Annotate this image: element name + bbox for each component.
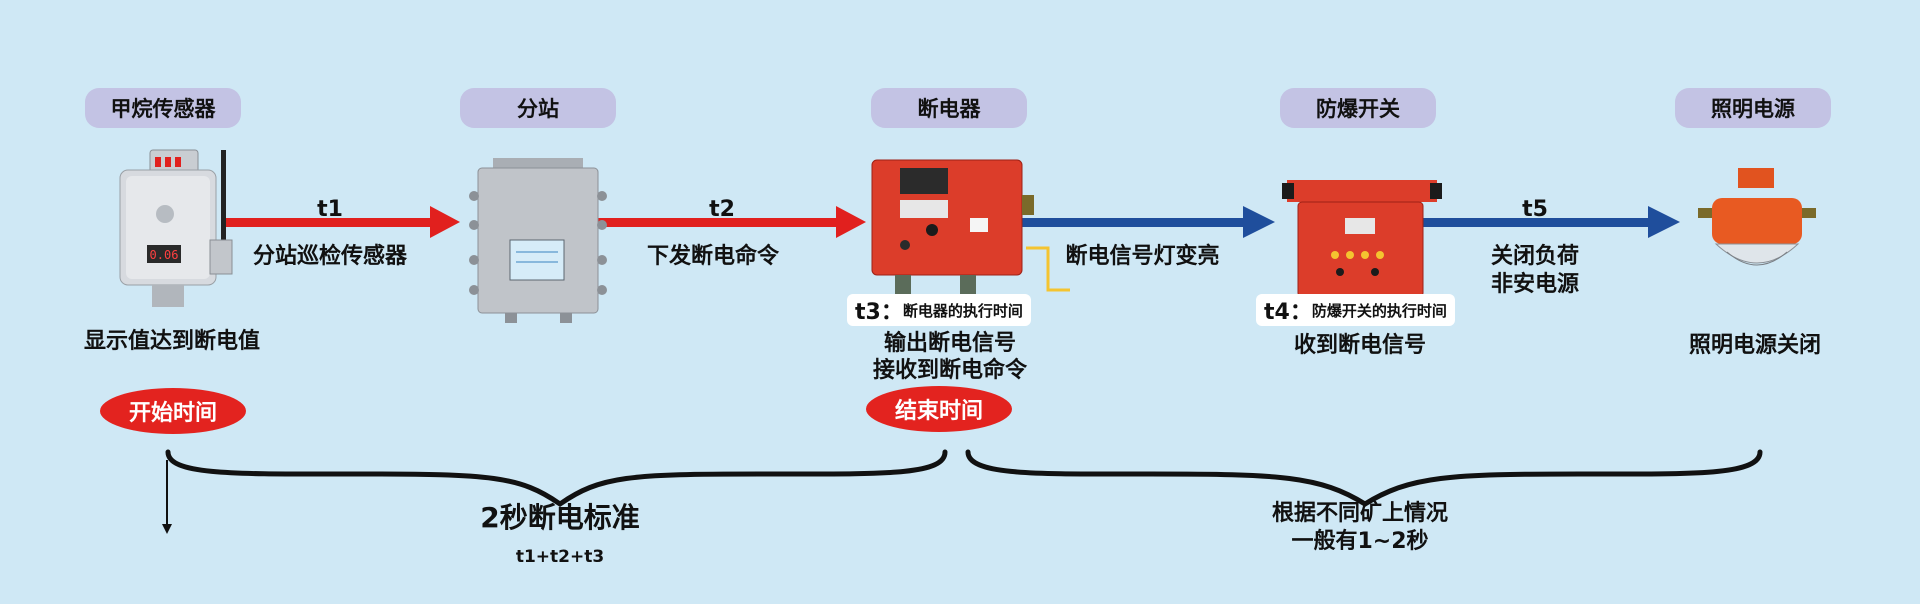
arrow-t5-desc-line2: 非安电源 bbox=[1490, 272, 1579, 297]
t4-note: t4： 防爆开关的执行时间 bbox=[1256, 294, 1455, 326]
arrow-t1-desc: 分站巡检传感器 bbox=[252, 244, 407, 269]
breaker-caption-line2: 接收到断电命令 bbox=[872, 358, 1027, 383]
start-time-marker: 开始时间 bbox=[100, 388, 246, 434]
stage-title-lighting-power: 照明电源 bbox=[1675, 88, 1831, 128]
arrow-t2-label: t2 bbox=[709, 197, 735, 222]
t3-text: 断电器的执行时间 bbox=[902, 301, 1023, 320]
t3-note: t3： 断电器的执行时间 bbox=[847, 294, 1031, 326]
right-brace bbox=[965, 449, 1763, 507]
arrow-t1 bbox=[222, 206, 460, 238]
left-brace bbox=[165, 449, 948, 508]
stage-title-explosion-switch: 防爆开关 bbox=[1280, 88, 1436, 128]
breaker-device bbox=[871, 159, 1070, 295]
left-brace-sub: t1+t2+t3 bbox=[515, 547, 605, 567]
right-brace-line1: 根据不同矿上情况 bbox=[1271, 501, 1448, 526]
svg-text:0.06: 0.06 bbox=[150, 248, 179, 262]
lighting-lamp-device bbox=[1698, 168, 1816, 266]
methane-sensor-caption: 显示值达到断电值 bbox=[83, 329, 260, 354]
stage-title-breaker: 断电器 bbox=[871, 88, 1027, 128]
breaker-caption-line1: 输出断电信号 bbox=[883, 331, 1016, 356]
timeline-down-arrow bbox=[162, 460, 172, 534]
arrow-t3-t4 bbox=[1015, 206, 1275, 238]
arrow-t1-label: t1 bbox=[317, 197, 343, 222]
t4-tag: t4： bbox=[1264, 300, 1312, 325]
stage-title-methane-sensor: 甲烷传感器 bbox=[85, 88, 241, 128]
lighting-caption: 照明电源关闭 bbox=[1688, 333, 1821, 358]
arrow-t2-desc: 下发断电命令 bbox=[646, 244, 779, 269]
substation-device bbox=[469, 158, 607, 323]
arrow-t3-desc: 断电信号灯变亮 bbox=[1065, 244, 1220, 269]
explosion-switch-device bbox=[1282, 180, 1442, 298]
arrow-t2 bbox=[588, 206, 866, 238]
stage-title-substation: 分站 bbox=[460, 88, 616, 128]
t3-tag: t3： bbox=[855, 300, 903, 325]
right-brace-line2: 一般有1~2秒 bbox=[1291, 529, 1429, 554]
t4-text: 防爆开关的执行时间 bbox=[1311, 301, 1447, 320]
left-brace-title: 2秒断电标准 bbox=[480, 501, 640, 534]
arrow-t5-label: t5 bbox=[1522, 197, 1548, 222]
end-time-marker: 结束时间 bbox=[866, 386, 1012, 432]
explosion-switch-caption: 收到断电信号 bbox=[1293, 333, 1426, 358]
methane-sensor-device: 0.06 bbox=[119, 149, 233, 307]
arrow-t5-desc-line1: 关闭负荷 bbox=[1490, 244, 1579, 269]
arrow-t5 bbox=[1418, 206, 1680, 238]
